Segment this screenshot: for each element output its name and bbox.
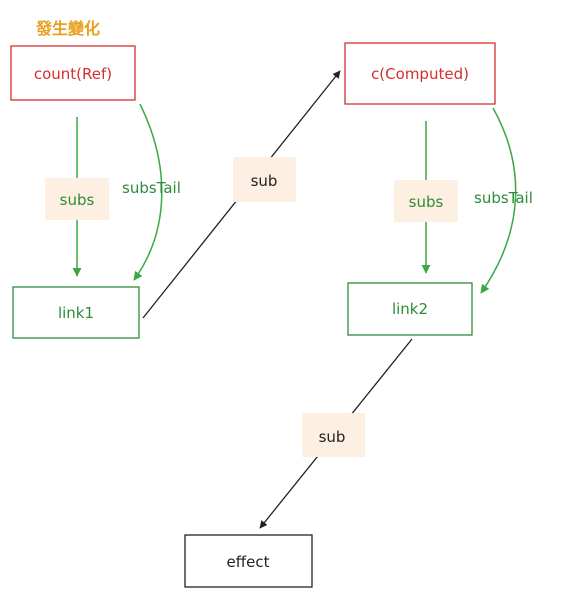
label-computed-subs: subs xyxy=(394,180,458,222)
label-computed-subs-text: subs xyxy=(409,193,444,211)
node-computed-label: c(Computed) xyxy=(371,65,469,83)
node-effect: effect xyxy=(184,534,313,588)
label-count-subs-text: subs xyxy=(60,191,95,209)
label-link1-sub-text: sub xyxy=(251,172,278,190)
node-effect-label: effect xyxy=(227,553,270,571)
label-link2-sub-text: sub xyxy=(319,428,346,446)
label-computed-subsTail: subsTail xyxy=(474,189,533,207)
node-link1: link1 xyxy=(12,286,140,339)
node-link2: link2 xyxy=(347,282,473,336)
edge-count-subsTail xyxy=(133,103,163,281)
label-link2-sub: sub xyxy=(302,413,365,457)
node-count-ref-label: count(Ref) xyxy=(34,65,112,83)
label-link1-sub: sub xyxy=(233,157,296,202)
label-count-subs: subs xyxy=(45,178,109,220)
node-computed: c(Computed) xyxy=(344,42,496,105)
label-count-subsTail: subsTail xyxy=(122,179,181,197)
node-link2-label: link2 xyxy=(392,300,428,318)
edge-computed-subsTail xyxy=(480,107,517,294)
node-count-ref: count(Ref) xyxy=(10,45,136,101)
change-annotation: 發生變化 xyxy=(35,19,100,38)
node-link1-label: link1 xyxy=(58,304,94,322)
